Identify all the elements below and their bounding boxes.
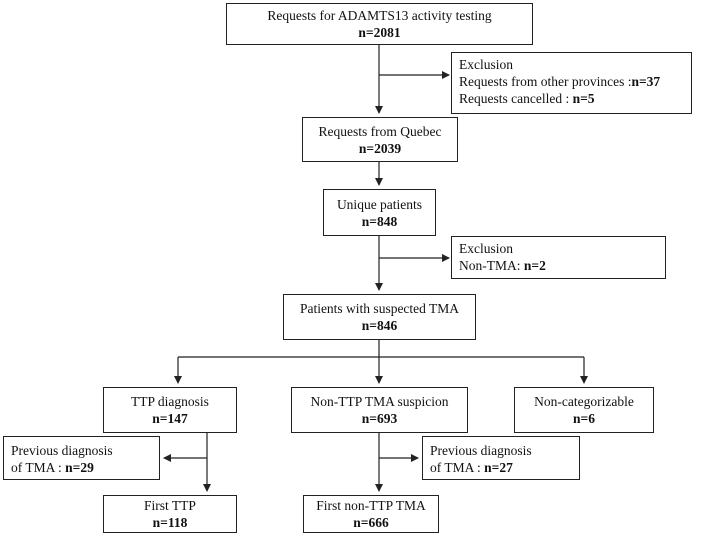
prev-diag-2-line-2-text: of TMA : bbox=[430, 460, 485, 475]
prev-diag-2-count: n=27 bbox=[484, 460, 513, 475]
box-requests-all: Requests for ADAMTS13 activity testing n… bbox=[226, 3, 533, 45]
requests-all-count: n=2081 bbox=[358, 25, 401, 40]
exclusion-1-line-2: Requests cancelled : n=5 bbox=[459, 90, 691, 107]
exclusion-1-line-1: Requests from other provinces :n=37 bbox=[459, 73, 691, 90]
prev-diag-1-line-1: Previous diagnosis bbox=[11, 443, 113, 458]
ttp-diagnosis-title: TTP diagnosis bbox=[131, 394, 209, 409]
box-first-ttp: First TTP n=118 bbox=[103, 495, 237, 533]
box-requests-quebec: Requests from Quebec n=2039 bbox=[302, 117, 458, 162]
box-first-non-ttp: First non-TTP TMA n=666 bbox=[303, 495, 439, 533]
exclusion-2-header: Exclusion bbox=[459, 241, 513, 256]
non-categorizable-count: n=6 bbox=[573, 411, 595, 426]
box-prev-diag-1: Previous diagnosis of TMA : n=29 bbox=[3, 436, 160, 480]
prev-diag-2-line-2: of TMA : n=27 bbox=[430, 459, 579, 476]
prev-diag-1-line-2-text: of TMA : bbox=[11, 460, 66, 475]
requests-quebec-count: n=2039 bbox=[358, 140, 402, 156]
requests-all-title: Requests for ADAMTS13 activity testing bbox=[267, 8, 492, 23]
exclusion-1-line-2-count: n=5 bbox=[572, 91, 595, 106]
suspected-tma-count: n=846 bbox=[361, 318, 398, 333]
box-prev-diag-2: Previous diagnosis of TMA : n=27 bbox=[422, 436, 580, 480]
box-non-categorizable: Non-categorizable n=6 bbox=[514, 387, 654, 433]
exclusion-1-header: Exclusion bbox=[459, 57, 513, 72]
unique-patients-count: n=848 bbox=[361, 213, 398, 229]
box-non-ttp: Non-TTP TMA suspicion n=693 bbox=[291, 387, 468, 433]
exclusion-2-line-1: Non-TMA: n=2 bbox=[459, 257, 665, 274]
box-suspected-tma: Patients with suspected TMA n=846 bbox=[283, 294, 476, 340]
box-ttp-diagnosis: TTP diagnosis n=147 bbox=[103, 387, 237, 433]
box-exclusion-1: Exclusion Requests from other provinces … bbox=[451, 52, 692, 114]
exclusion-1-line-1-count: n=37 bbox=[631, 74, 661, 89]
exclusion-2-line-1-count: n=2 bbox=[523, 258, 546, 273]
exclusion-2-line-1-text: Non-TMA: bbox=[459, 258, 524, 273]
unique-patients-title: Unique patients bbox=[336, 196, 423, 212]
non-ttp-count: n=693 bbox=[361, 411, 398, 426]
first-ttp-title: First TTP bbox=[144, 498, 196, 513]
first-non-ttp-title: First non-TTP TMA bbox=[316, 498, 426, 513]
box-unique-patients: Unique patients n=848 bbox=[323, 189, 436, 236]
ttp-diagnosis-count: n=147 bbox=[152, 411, 188, 426]
suspected-tma-title: Patients with suspected TMA bbox=[299, 301, 460, 316]
box-exclusion-2: Exclusion Non-TMA: n=2 bbox=[451, 236, 666, 279]
non-categorizable-title: Non-categorizable bbox=[534, 394, 634, 409]
prev-diag-1-count: n=29 bbox=[65, 460, 94, 475]
exclusion-1-line-2-text: Requests cancelled : bbox=[459, 91, 573, 106]
first-non-ttp-count: n=666 bbox=[353, 515, 389, 530]
requests-quebec-title: Requests from Quebec bbox=[318, 123, 442, 139]
exclusion-1-line-1-text: Requests from other provinces : bbox=[459, 74, 632, 89]
prev-diag-1-line-2: of TMA : n=29 bbox=[11, 459, 159, 476]
non-ttp-title: Non-TTP TMA suspicion bbox=[310, 394, 449, 409]
prev-diag-2-line-1: Previous diagnosis bbox=[430, 443, 532, 458]
first-ttp-count: n=118 bbox=[152, 515, 188, 530]
